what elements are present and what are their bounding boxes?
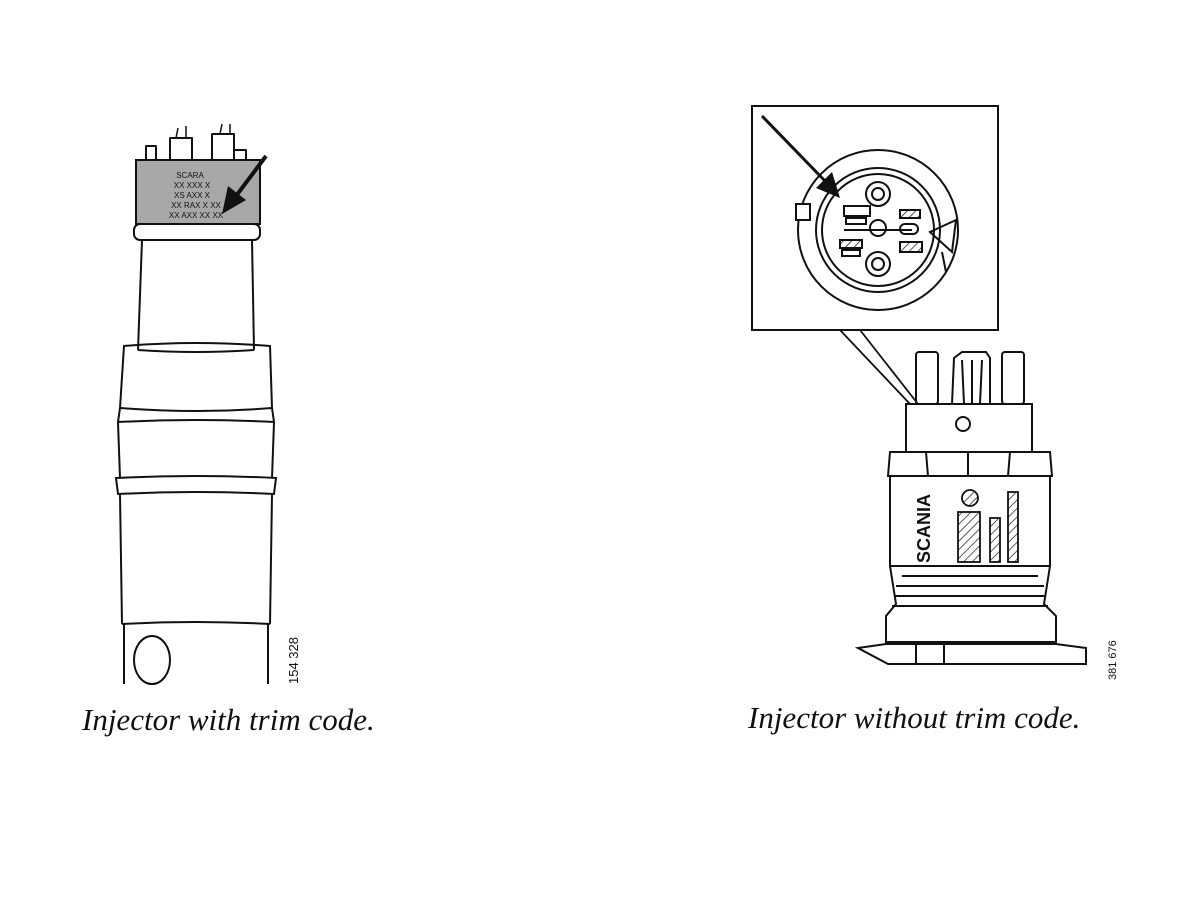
injector-neck — [137, 239, 255, 351]
brand-mark: SCANIA — [914, 494, 934, 563]
injector-without-trim-code-drawing: SCANIA 381 676 — [751, 105, 1119, 680]
trim-code-arrow — [222, 154, 268, 214]
trim-code-line: XX AXX XX XX — [169, 211, 224, 220]
injector-nut — [118, 342, 274, 412]
detail-inset-box — [751, 105, 999, 331]
body-ring — [114, 475, 278, 496]
fuel-inlet-hole — [133, 635, 171, 685]
injector-without-trim-code-figure: SCANIA 381 676 Injector without trim cod… — [600, 0, 1200, 896]
trim-code-line: XS AXX X — [174, 191, 211, 200]
injector-with-trim-code-drawing: SCARA XX XXX X XS AXX X XX RAX X XX XX A… — [114, 123, 301, 685]
figure-number: 154 328 — [286, 637, 301, 684]
figure-caption: Injector with trim code. — [82, 702, 375, 737]
injector-with-trim-code-figure: SCARA XX XXX X XS AXX X XX RAX X XX XX A… — [0, 0, 600, 896]
base-plate — [854, 643, 1087, 665]
callout-lines — [839, 329, 919, 405]
connector-face-detail — [795, 149, 959, 311]
hex-nut — [886, 451, 1054, 477]
trim-code-line: XX XXX X — [174, 181, 211, 190]
injector-body — [119, 493, 273, 625]
pointer-arrow — [760, 114, 840, 198]
figure-caption: Injector without trim code. — [748, 700, 1081, 735]
figure-number: 381 676 — [1107, 640, 1119, 680]
trim-code-line: XX RAX X XX — [171, 201, 221, 210]
connector-pin-left — [169, 137, 193, 160]
connector-tab — [145, 145, 157, 160]
housing-hole — [955, 416, 971, 432]
connector-pin-right — [211, 133, 235, 160]
hatched-bars — [957, 489, 1019, 563]
collar-ring — [133, 223, 261, 241]
connector-pins — [910, 351, 1032, 405]
trim-code-line: SCARA — [176, 171, 204, 180]
lower-ribs — [892, 565, 1048, 607]
